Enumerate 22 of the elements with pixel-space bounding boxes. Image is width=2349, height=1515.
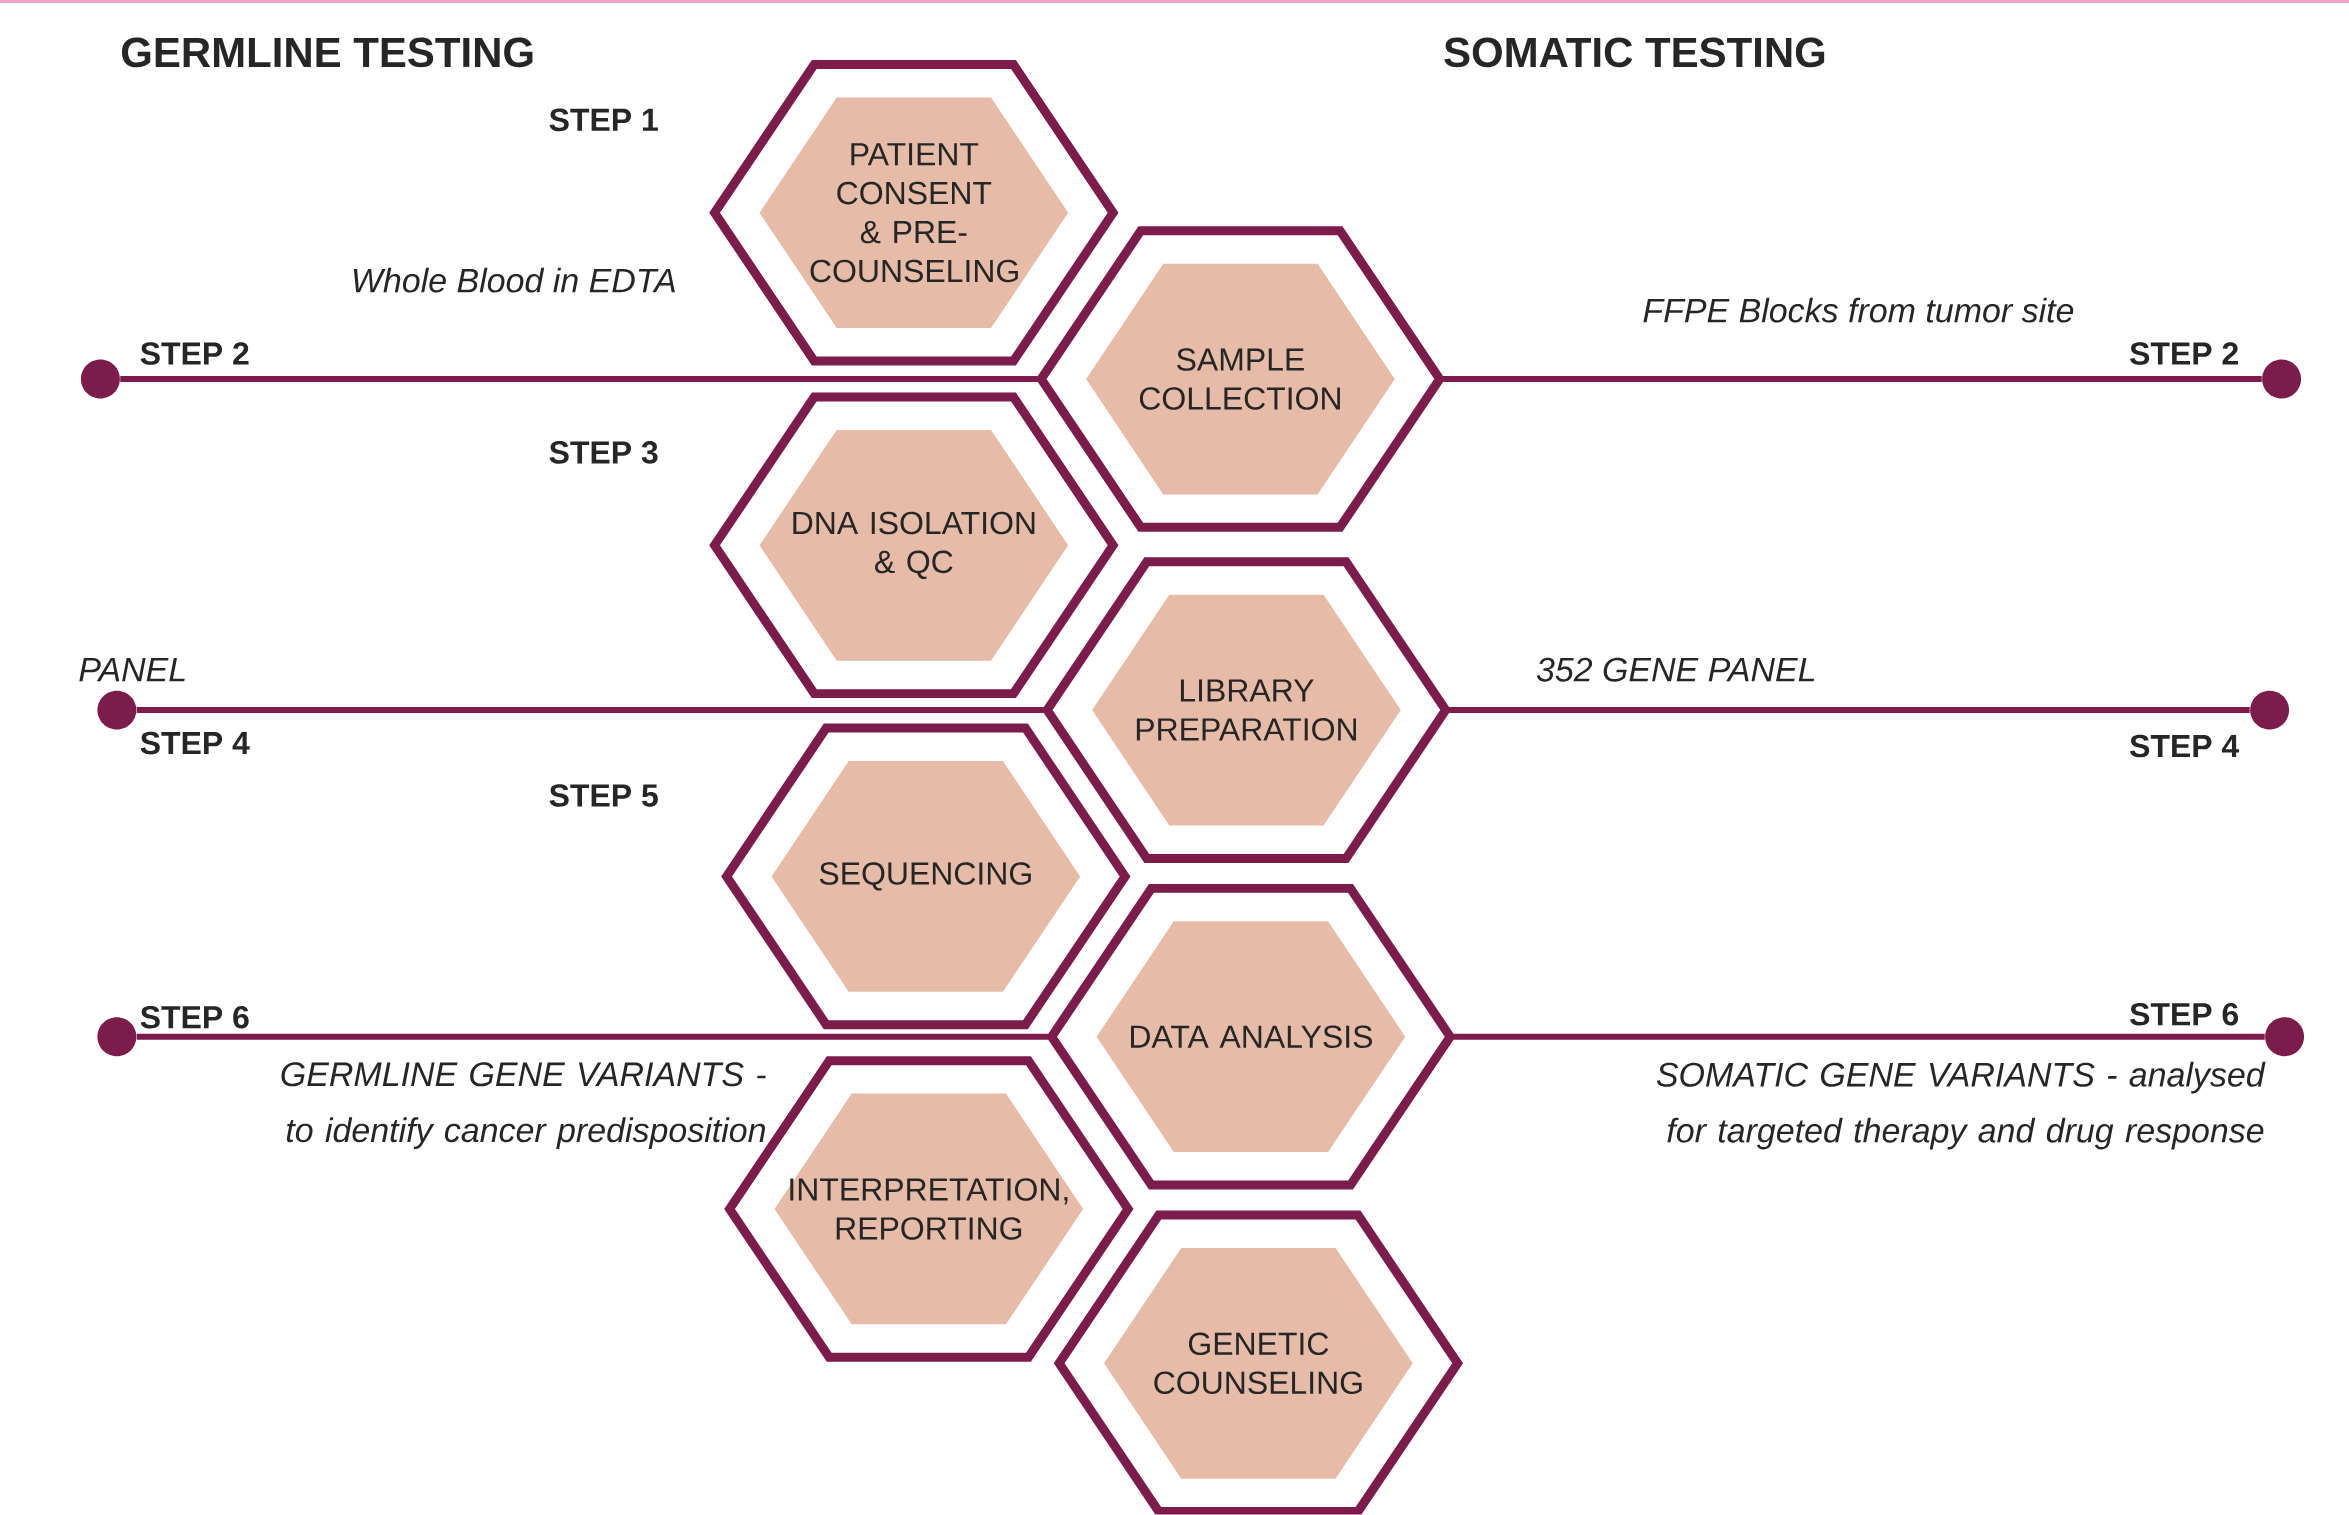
dot [2250,690,2290,730]
dot [2262,359,2302,399]
annotation: Whole Blood in EDTA [353,267,675,293]
dot [97,690,137,730]
connector-line [136,1033,1049,1040]
step-label: STEP 1 [549,108,658,132]
annotation: SOMATIC GENE VARIANTS - analysed for targeted therapy and drug response [1656,1062,2266,1150]
step-label: STEP 4 [140,732,250,755]
heading: SOMATIC TESTING [1444,37,1825,68]
connector-line [1449,707,2250,714]
dot [2265,1017,2305,1057]
dot [97,1017,137,1057]
step-label: STEP 3 [549,441,658,464]
annotation: 352 GENE PANEL [1536,657,1815,682]
connector-line [120,376,1038,383]
dot [80,359,120,399]
heading: GERMLINE TESTING [121,37,533,68]
step-label: STEP 5 [549,784,658,808]
annotation: FFPE Blocks from tumor site [1643,297,2074,323]
connector-line [136,707,1044,714]
connector-line [1443,376,2262,383]
connector-line [1453,1033,2265,1040]
